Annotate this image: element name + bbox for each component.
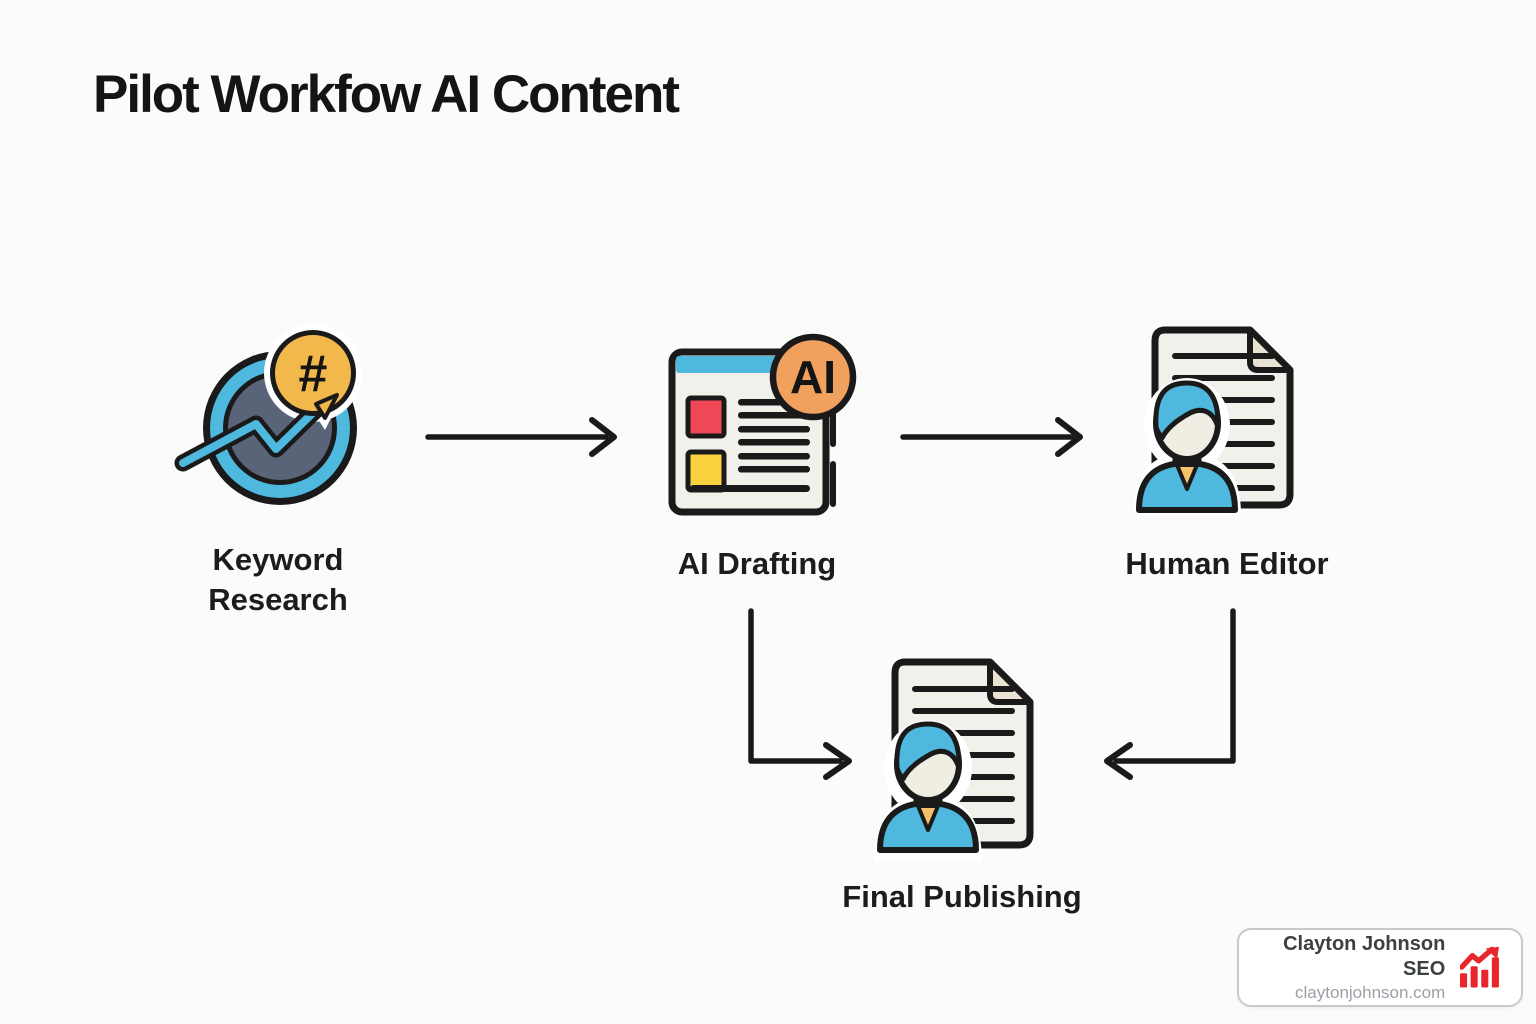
node-label-final-publishing: Final Publishing <box>842 879 1082 914</box>
ai-browser-document-icon: AI <box>668 333 857 516</box>
arrow-ai-to-human <box>900 417 1083 457</box>
trend-line <box>174 387 339 472</box>
node-label-keyword-research: Keyword Research <box>208 542 348 617</box>
publisher-person <box>874 720 982 862</box>
trend-hashtag-icon: # <box>174 324 362 505</box>
arrow-keyword-to-ai <box>425 417 617 457</box>
brand-name: Clayton Johnson SEO <box>1283 933 1446 980</box>
page-fold <box>1247 327 1293 373</box>
page-fold <box>987 659 1033 705</box>
ai-badge-text: AI <box>790 351 836 403</box>
brand-url: claytonjohnson.com <box>1295 983 1446 1002</box>
yellow-block <box>685 449 727 493</box>
hashtag-symbol: # <box>299 345 328 403</box>
ai-badge: AI <box>769 333 857 421</box>
collar <box>916 804 940 832</box>
hashtag-badge: # <box>270 330 356 420</box>
growth-chart-icon <box>1460 946 1500 987</box>
page-title: Pilot Workfow AI Content <box>93 65 680 124</box>
person-document-icon <box>874 658 1034 862</box>
person-hair <box>1153 380 1221 441</box>
arrow-ai-to-final <box>748 608 852 780</box>
person-document-icon <box>1133 326 1294 515</box>
collar <box>1175 463 1199 491</box>
arrow-human-to-final <box>1104 608 1236 780</box>
red-block <box>685 395 727 439</box>
brand-badge: Clayton Johnson SEO claytonjohnson.com <box>1237 928 1523 1007</box>
editor-person <box>1133 378 1241 515</box>
node-label-ai-drafting: AI Drafting <box>677 546 837 581</box>
node-label-human-editor: Human Editor <box>1125 546 1329 581</box>
text-lines <box>690 399 836 507</box>
person-hair <box>894 721 962 782</box>
